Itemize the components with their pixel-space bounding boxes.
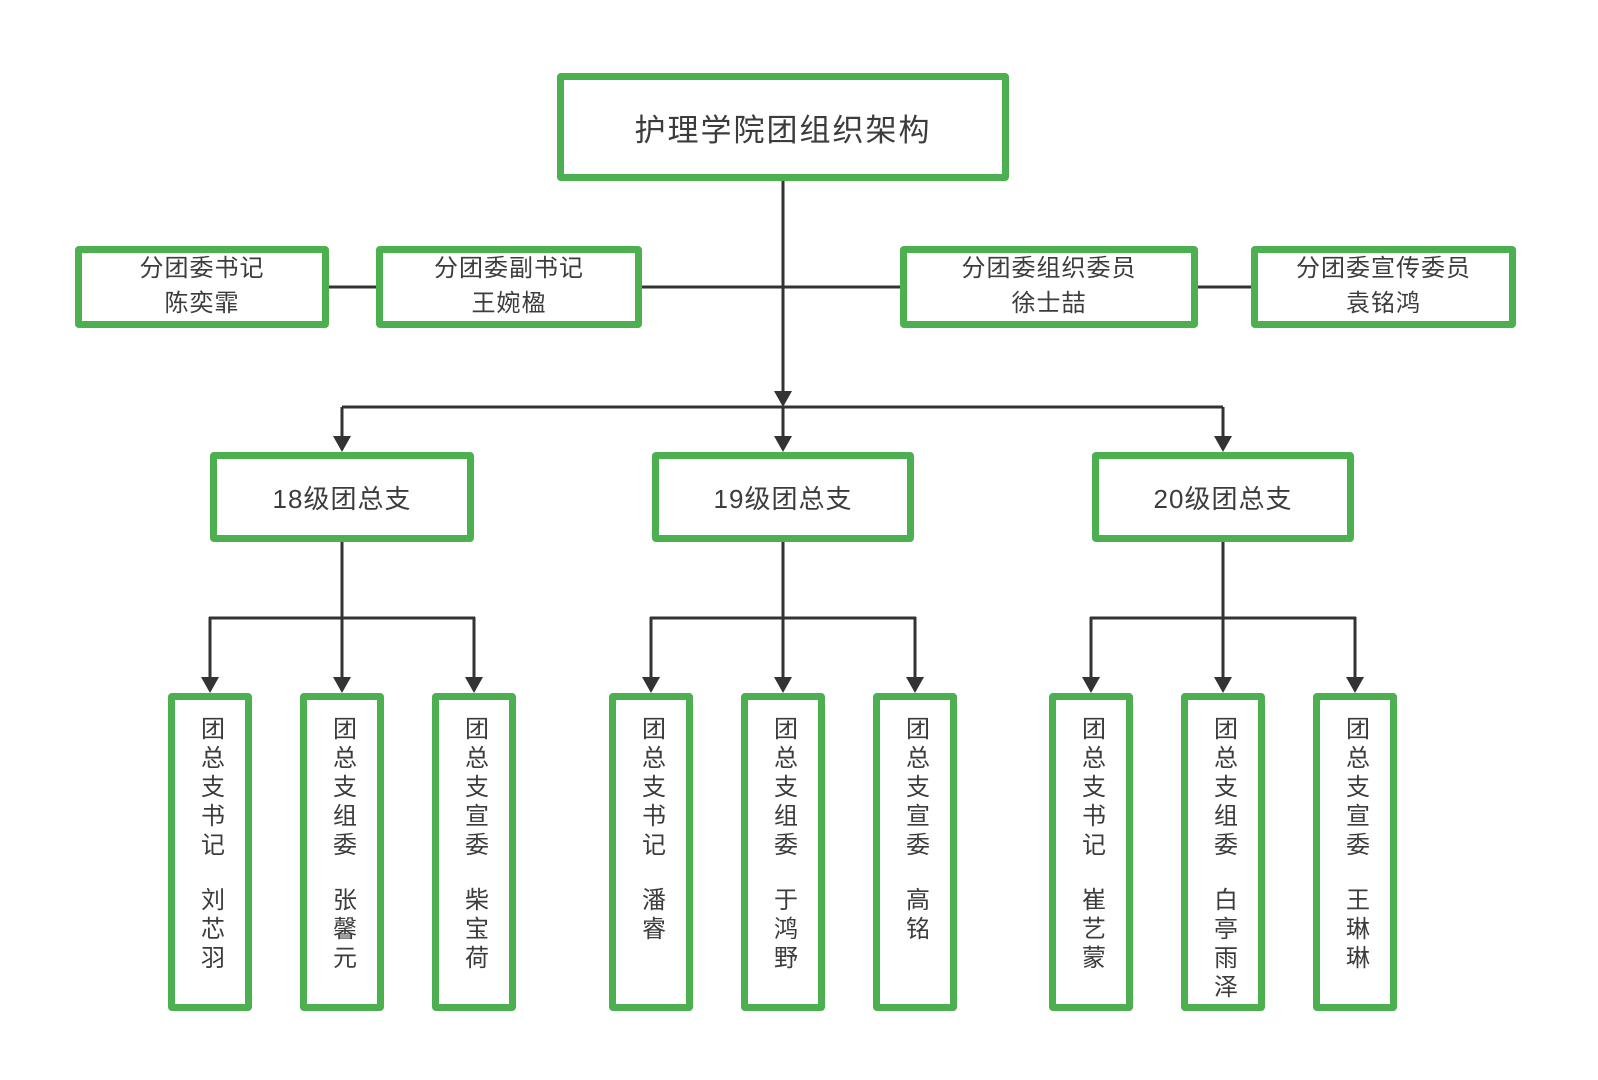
member-box-g19-publicity: 团总支宣委 高铭 — [873, 693, 957, 1011]
committee-box-deputy-secretary: 分团委副书记 王婉楹 — [376, 246, 642, 328]
role-label: 团总支书记 — [1077, 716, 1105, 861]
member-box-g19-secretary: 团总支书记 潘睿 — [609, 693, 693, 1011]
branch-box-grade19: 19级团总支 — [652, 452, 914, 542]
role-label: 团总支书记 — [196, 716, 224, 861]
name-label: 徐士喆 — [1011, 290, 1087, 317]
role-label: 团总支组委 — [1209, 716, 1237, 861]
role-label: 团总支宣委 — [901, 716, 929, 861]
committee-box-secretary: 分团委书记 陈奕霏 — [75, 246, 329, 328]
role-label: 团总支宣委 — [1341, 716, 1369, 861]
branch-box-grade18: 18级团总支 — [210, 452, 474, 542]
name-label: 陈奕霏 — [164, 290, 240, 317]
role-label: 团总支宣委 — [460, 716, 488, 861]
branch-label: 20级团总支 — [1153, 483, 1293, 514]
role-label: 团总支组委 — [769, 716, 797, 861]
page-title: 护理学院团组织架构 — [634, 112, 932, 148]
name-label: 张馨元 — [328, 887, 356, 974]
branch-label: 19级团总支 — [713, 483, 853, 514]
role-label: 分团委书记 — [139, 255, 265, 283]
title-box: 护理学院团组织架构 — [557, 73, 1009, 181]
committee-box-publicity: 分团委宣传委员 袁铭鸿 — [1251, 246, 1516, 328]
member-box-g19-organization: 团总支组委 于鸿野 — [741, 693, 825, 1011]
name-label: 柴宝荷 — [460, 887, 488, 974]
name-label: 王婉楹 — [471, 290, 547, 317]
member-box-g20-secretary: 团总支书记 崔艺蒙 — [1049, 693, 1133, 1011]
member-box-g20-publicity: 团总支宣委 王琳琳 — [1313, 693, 1397, 1011]
name-label: 潘睿 — [637, 887, 665, 945]
branch-box-grade20: 20级团总支 — [1092, 452, 1354, 542]
member-box-g18-secretary: 团总支书记 刘芯羽 — [168, 693, 252, 1011]
name-label: 刘芯羽 — [196, 887, 224, 974]
name-label: 崔艺蒙 — [1077, 887, 1105, 974]
name-label: 王琳琳 — [1341, 887, 1369, 974]
role-label: 分团委宣传委员 — [1296, 255, 1471, 283]
role-label: 分团委副书记 — [434, 255, 584, 283]
member-box-g18-publicity: 团总支宣委 柴宝荷 — [432, 693, 516, 1011]
member-box-g18-organization: 团总支组委 张馨元 — [300, 693, 384, 1011]
committee-box-organization: 分团委组织委员 徐士喆 — [900, 246, 1198, 328]
role-label: 团总支组委 — [328, 716, 356, 861]
name-label: 于鸿野 — [769, 887, 797, 974]
role-label: 团总支书记 — [637, 716, 665, 861]
branch-label: 18级团总支 — [272, 483, 412, 514]
name-label: 白亭雨泽 — [1209, 887, 1237, 1003]
name-label: 高铭 — [901, 887, 929, 945]
role-label: 分团委组织委员 — [961, 255, 1137, 283]
name-label: 袁铭鸿 — [1346, 290, 1421, 317]
member-box-g20-organization: 团总支组委 白亭雨泽 — [1181, 693, 1265, 1011]
